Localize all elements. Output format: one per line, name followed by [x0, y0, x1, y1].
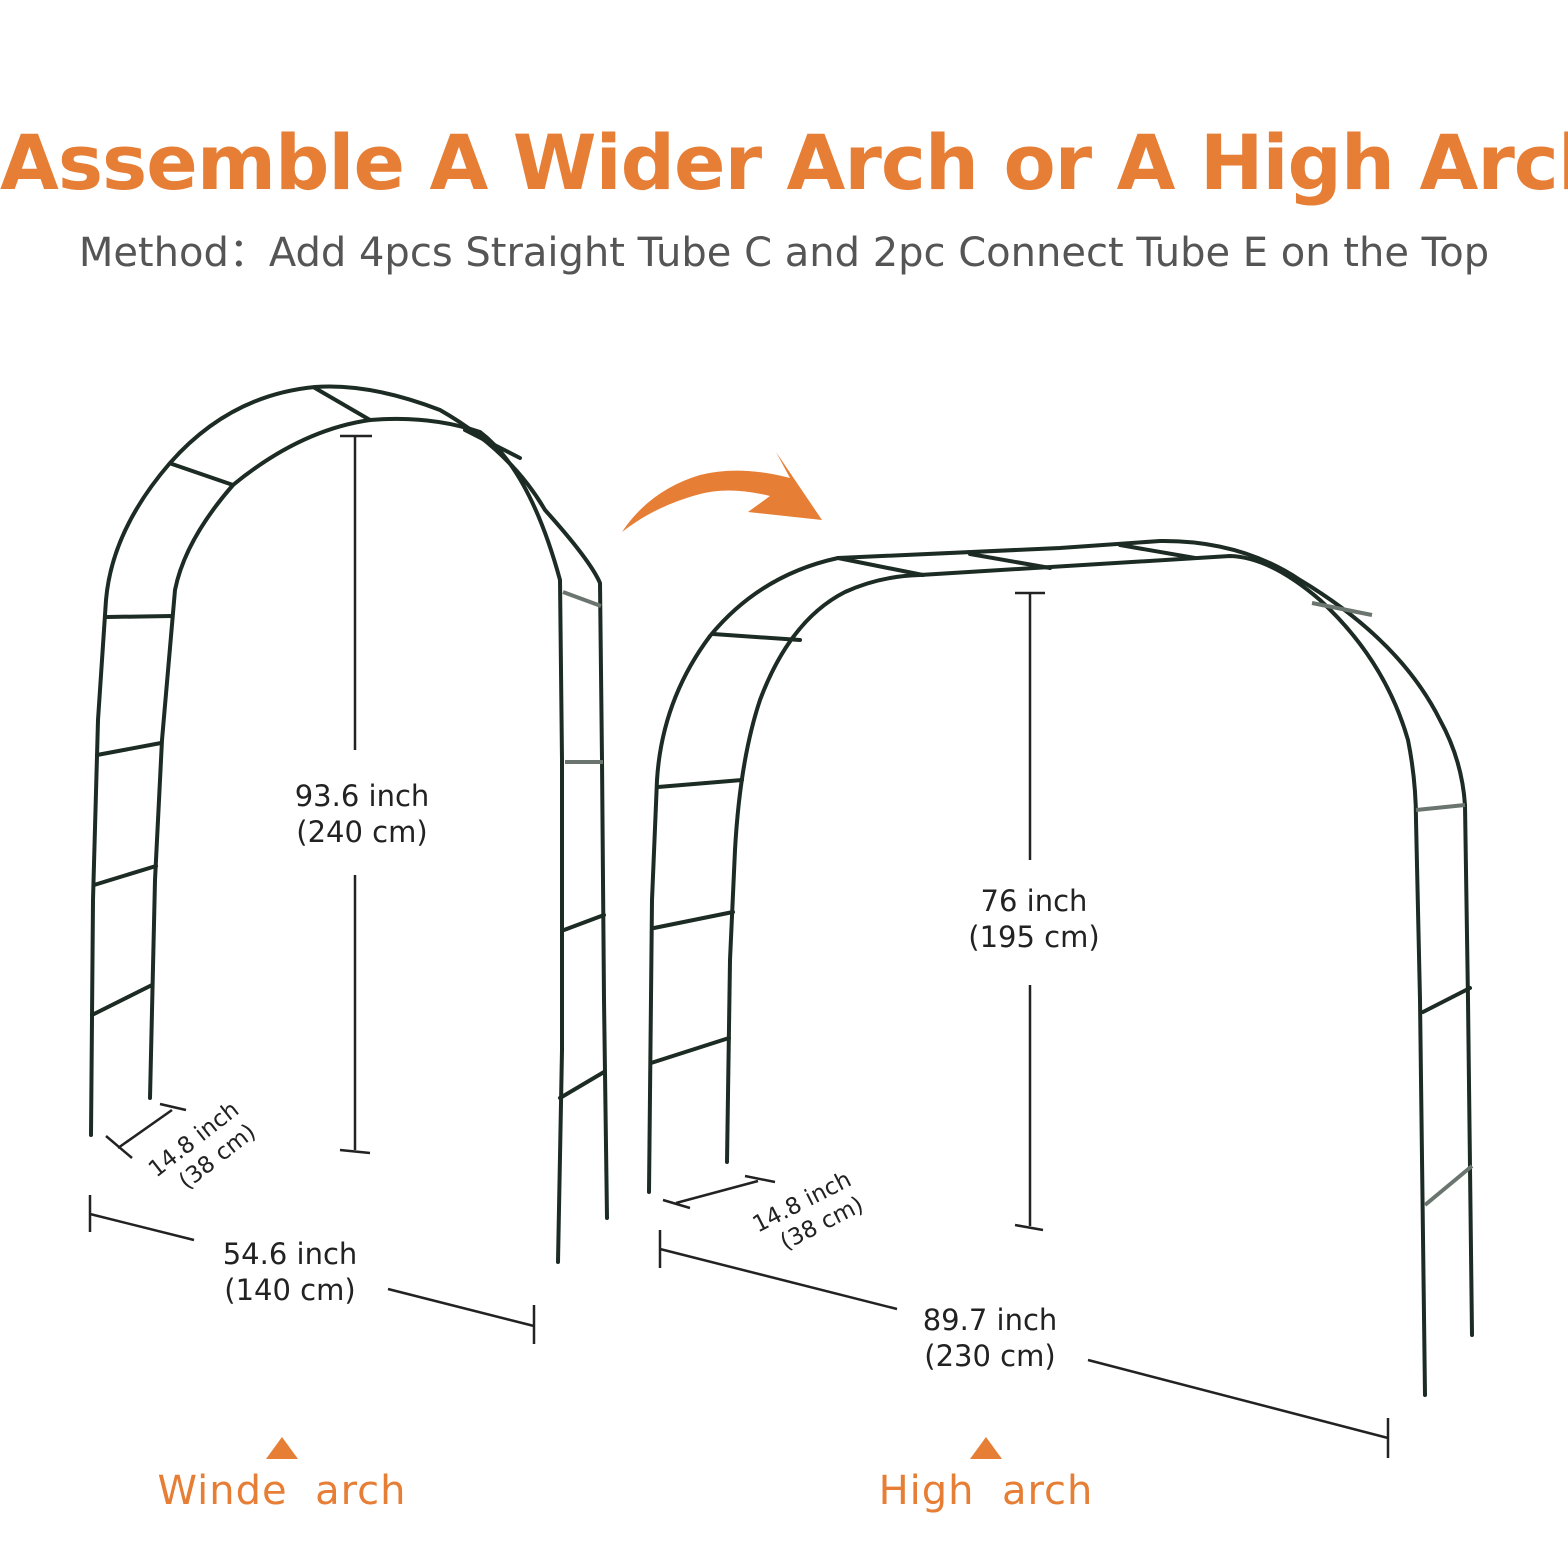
right-rung: [656, 778, 744, 789]
left-height-cm: (240 cm): [296, 815, 427, 849]
right-arch-frame: [647, 538, 1474, 1397]
left-width-dimension: [88, 1195, 536, 1344]
right-rung: [836, 556, 925, 577]
left-height-dimension: [339, 434, 372, 1155]
page-subtitle: Method：Add 4pcs Straight Tube C and 2pc …: [78, 230, 1490, 276]
high-arch-label: High arch: [878, 1468, 1094, 1514]
page-title: Assemble A Wider Arch or A High Arch: [0, 118, 1568, 207]
left-rung: [170, 462, 235, 487]
right-rung: [1423, 1164, 1474, 1207]
right-height-cm: (195 cm): [968, 920, 1099, 954]
right-rung: [1421, 986, 1472, 1014]
left-width-cm: (140 cm): [224, 1273, 355, 1307]
right-rung: [1311, 601, 1373, 617]
left-width-inch: 54.6 inch: [223, 1237, 358, 1271]
left-rung: [562, 913, 606, 932]
right-width-inch: 89.7 inch: [923, 1303, 1058, 1337]
right-rung: [1118, 543, 1197, 560]
triangle-up-icon: [266, 1437, 298, 1459]
triangle-up-icon: [970, 1437, 1002, 1459]
left-rung: [95, 741, 163, 757]
left-height-inch: 93.6 inch: [295, 779, 430, 813]
left-arch-back-frame: [89, 384, 609, 1220]
wide-arch-label: Winde arch: [157, 1468, 407, 1514]
left-rung: [562, 590, 602, 608]
left-rung: [463, 428, 522, 460]
right-rung: [968, 552, 1052, 570]
right-width-dimension: [658, 1230, 1390, 1458]
left-rung: [313, 386, 372, 422]
right-depth-dimension: [662, 1174, 776, 1210]
curved-arrow-icon: [622, 452, 822, 532]
right-height-inch: 76 inch: [981, 884, 1088, 918]
right-rung: [652, 910, 735, 930]
left-rung: [105, 614, 174, 619]
left-arch-frame: [89, 384, 609, 1264]
right-arch-light-rungs: [1311, 601, 1474, 1207]
left-depth-dimension: [105, 1102, 187, 1159]
right-arch-front-frame: [725, 553, 1427, 1397]
right-height-dimension: [1014, 591, 1045, 1232]
left-rung: [92, 864, 158, 887]
right-rung: [649, 1036, 731, 1065]
left-arch-light-rungs: [562, 590, 603, 764]
left-rung: [558, 1070, 606, 1100]
right-arch-back-frame: [647, 538, 1474, 1337]
right-width-cm: (230 cm): [924, 1339, 1055, 1373]
left-rung: [90, 983, 154, 1017]
right-rung: [1415, 803, 1466, 812]
right-rung: [711, 632, 802, 642]
